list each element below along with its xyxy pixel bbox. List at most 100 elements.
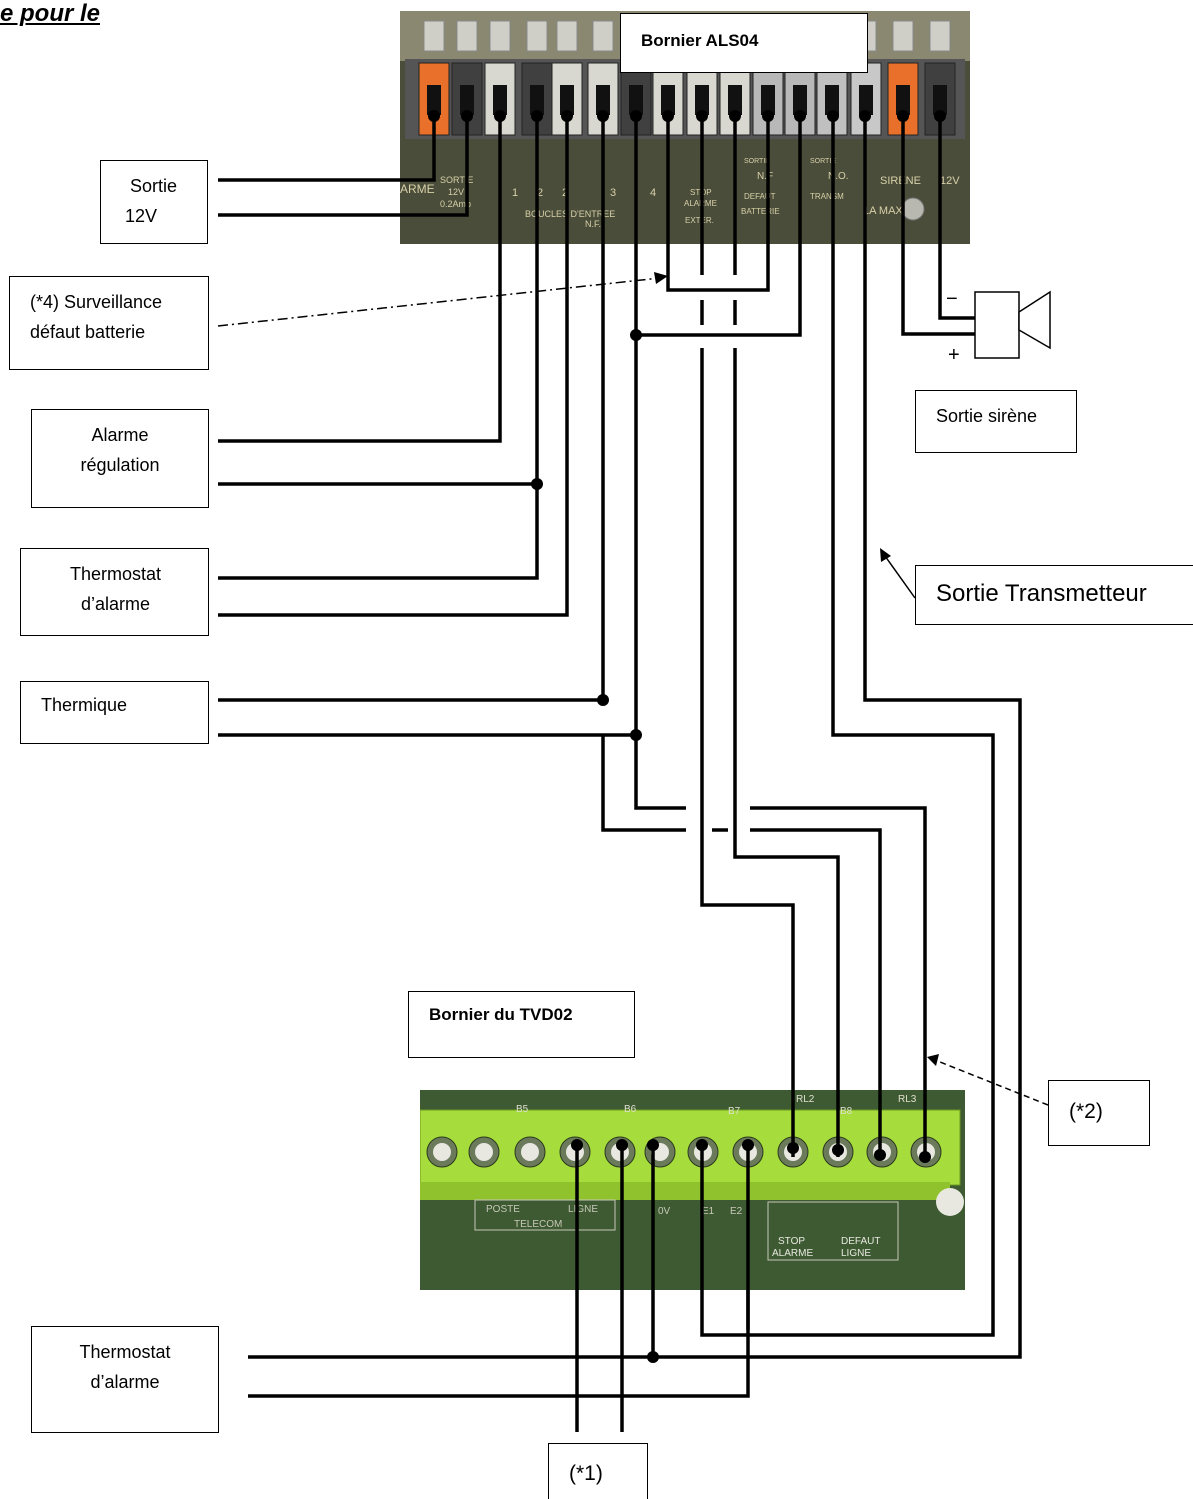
- als04-print-exter: EXTER.: [685, 216, 714, 225]
- junction-dot: [630, 329, 642, 341]
- arrow-surveillance-head: [654, 272, 668, 284]
- sortie-transmetteur-label: Sortie Transmetteur: [936, 580, 1147, 607]
- thermostat-top-line1: Thermostat: [69, 564, 162, 584]
- terminal-connection-dot: [794, 110, 806, 122]
- terminal-connection-dot: [729, 110, 741, 122]
- als04-print-no: N.O.: [828, 171, 849, 182]
- wire-thermique-2: [218, 116, 638, 737]
- terminal-hole: [427, 85, 441, 115]
- terminal-hole: [793, 85, 807, 115]
- wire-defaut-batterie: [636, 116, 802, 337]
- terminal-hole: [460, 85, 474, 115]
- siren-icon: [974, 290, 1051, 359]
- connector-pin: [489, 20, 511, 52]
- wire-alarme-reg-2: [218, 116, 539, 486]
- terminal-connection-dot: [531, 110, 543, 122]
- tvd02-title: Bornier du TVD02: [429, 1005, 573, 1024]
- terminal-connection-dot: [827, 110, 839, 122]
- als04-print-nf2: N.F: [757, 171, 773, 182]
- connector-pin: [423, 20, 445, 52]
- tvd02-terminal-board: B5 B6 B7 B8 RL2 RL3 POSTE LIGNE TELECOM …: [420, 1090, 965, 1290]
- tvd02-print-ligne: LIGNE: [568, 1204, 598, 1215]
- terminal-hole: [493, 85, 507, 115]
- thermique-box: Thermique: [20, 681, 209, 744]
- als04-print-num-3: 3: [610, 187, 616, 199]
- screw-head: [475, 1143, 493, 1161]
- als04-print-num-2b: 2: [562, 187, 568, 199]
- tvd02-board-graphic: B5 B6 B7 B8 RL2 RL3 POSTE LIGNE TELECOM …: [420, 1090, 965, 1290]
- als04-board-graphic: SORTIE 12V 0.2Amp ARME 1 2 2 3 4 BOUCLES…: [400, 11, 970, 229]
- tvd02-print-defaut: DEFAUT: [841, 1236, 880, 1247]
- tvd02-print-e2: E2: [730, 1206, 743, 1217]
- wire-12v-minus: [218, 116, 469, 217]
- terminal-connection-dot: [494, 110, 506, 122]
- terminal-connection-dot: [561, 110, 573, 122]
- terminal-connection-dot: [647, 1139, 659, 1151]
- arrow-note2: [934, 1059, 1049, 1106]
- wire-cross-a3: [750, 828, 882, 1157]
- thermostat-bottom-box: Thermostat d’alarme: [31, 1326, 219, 1433]
- note2-label: (*2): [1069, 1100, 1103, 1123]
- alarme-regulation-box: Alarme régulation: [31, 409, 209, 508]
- thermostat-bottom-line1: Thermostat: [79, 1342, 171, 1362]
- als04-print-sortie: SORTIE: [440, 175, 473, 185]
- terminal-hole: [695, 85, 709, 115]
- arrow-transmetteur: [884, 555, 916, 599]
- connector-pin: [929, 20, 951, 52]
- als04-print-12v: 12V: [448, 187, 464, 197]
- wire-v2-bottom: [733, 348, 840, 1157]
- terminal-hole: [661, 85, 675, 115]
- arrow-surveillance: [217, 277, 661, 327]
- terminal-hole: [933, 85, 947, 115]
- als04-print-sortie2: SORTIE: [744, 158, 770, 165]
- als04-print-12vb: 12V: [940, 175, 960, 187]
- wire-stop-loop: [666, 116, 770, 292]
- wire-siren-minus: [938, 116, 975, 320]
- connector-pin: [592, 20, 614, 52]
- alarme-regulation-line2: régulation: [80, 455, 160, 475]
- junction-dot: [647, 1351, 659, 1363]
- thermostat-top-box: Thermostat d’alarme: [20, 548, 209, 636]
- als04-print-sortie3: SORTIE: [810, 158, 836, 165]
- terminal-connection-dot: [630, 110, 642, 122]
- terminal-connection-dot: [662, 110, 674, 122]
- terminal-connection-dot: [897, 110, 909, 122]
- tvd02-print-e1: E1: [702, 1206, 715, 1217]
- terminal-connection-dot: [874, 1149, 886, 1161]
- screw-head: [521, 1143, 539, 1161]
- screw-head: [433, 1143, 451, 1161]
- connector-pin: [556, 20, 578, 52]
- terminal-hole: [859, 85, 873, 115]
- tvd02-print-b5: B5: [516, 1104, 529, 1115]
- tvd02-print-telecom: TELECOM: [514, 1219, 562, 1230]
- thermostat-bottom-line2: d’alarme: [90, 1372, 160, 1392]
- terminal-hole: [896, 85, 910, 115]
- wire-v1-bottom: [700, 348, 795, 1157]
- wire-siren-plus: [901, 116, 975, 336]
- tvd02-print-ligne2: LIGNE: [841, 1248, 871, 1259]
- wire-transmetteur-1: [248, 116, 1022, 1359]
- als04-print-arme: ARME: [400, 182, 435, 196]
- siren-plus-sign: +: [948, 344, 960, 366]
- sortie12v-box: Sortie 12V: [100, 160, 208, 244]
- sortie12v-line1: Sortie: [129, 176, 178, 196]
- tvd02-print-b6: B6: [624, 1104, 637, 1115]
- wire-thermique-1: [218, 116, 605, 702]
- surveillance-line1: (*4) Surveillance: [30, 292, 163, 312]
- terminal-connection-dot: [742, 1139, 754, 1151]
- terminal-connection-dot: [571, 1139, 583, 1151]
- sortie-sirene-box: Sortie sirène: [915, 390, 1077, 453]
- als04-print-num-4: 4: [650, 187, 656, 199]
- sortie-sirene-label: Sortie sirène: [936, 406, 1038, 426]
- terminal-hole: [596, 85, 610, 115]
- wire-thermostat-2: [218, 116, 569, 617]
- junction-dot: [630, 729, 642, 741]
- als04-print-transm: TRANSM: [810, 192, 844, 201]
- tvd02-print-rl3: RL3: [898, 1094, 917, 1105]
- page-heading: e pour le: [0, 0, 101, 27]
- terminal-connection-dot: [859, 110, 871, 122]
- sortie12v-line2: 12V: [124, 206, 158, 226]
- siren-minus-sign: −: [946, 288, 958, 310]
- als04-print-num-1: 1: [512, 187, 518, 199]
